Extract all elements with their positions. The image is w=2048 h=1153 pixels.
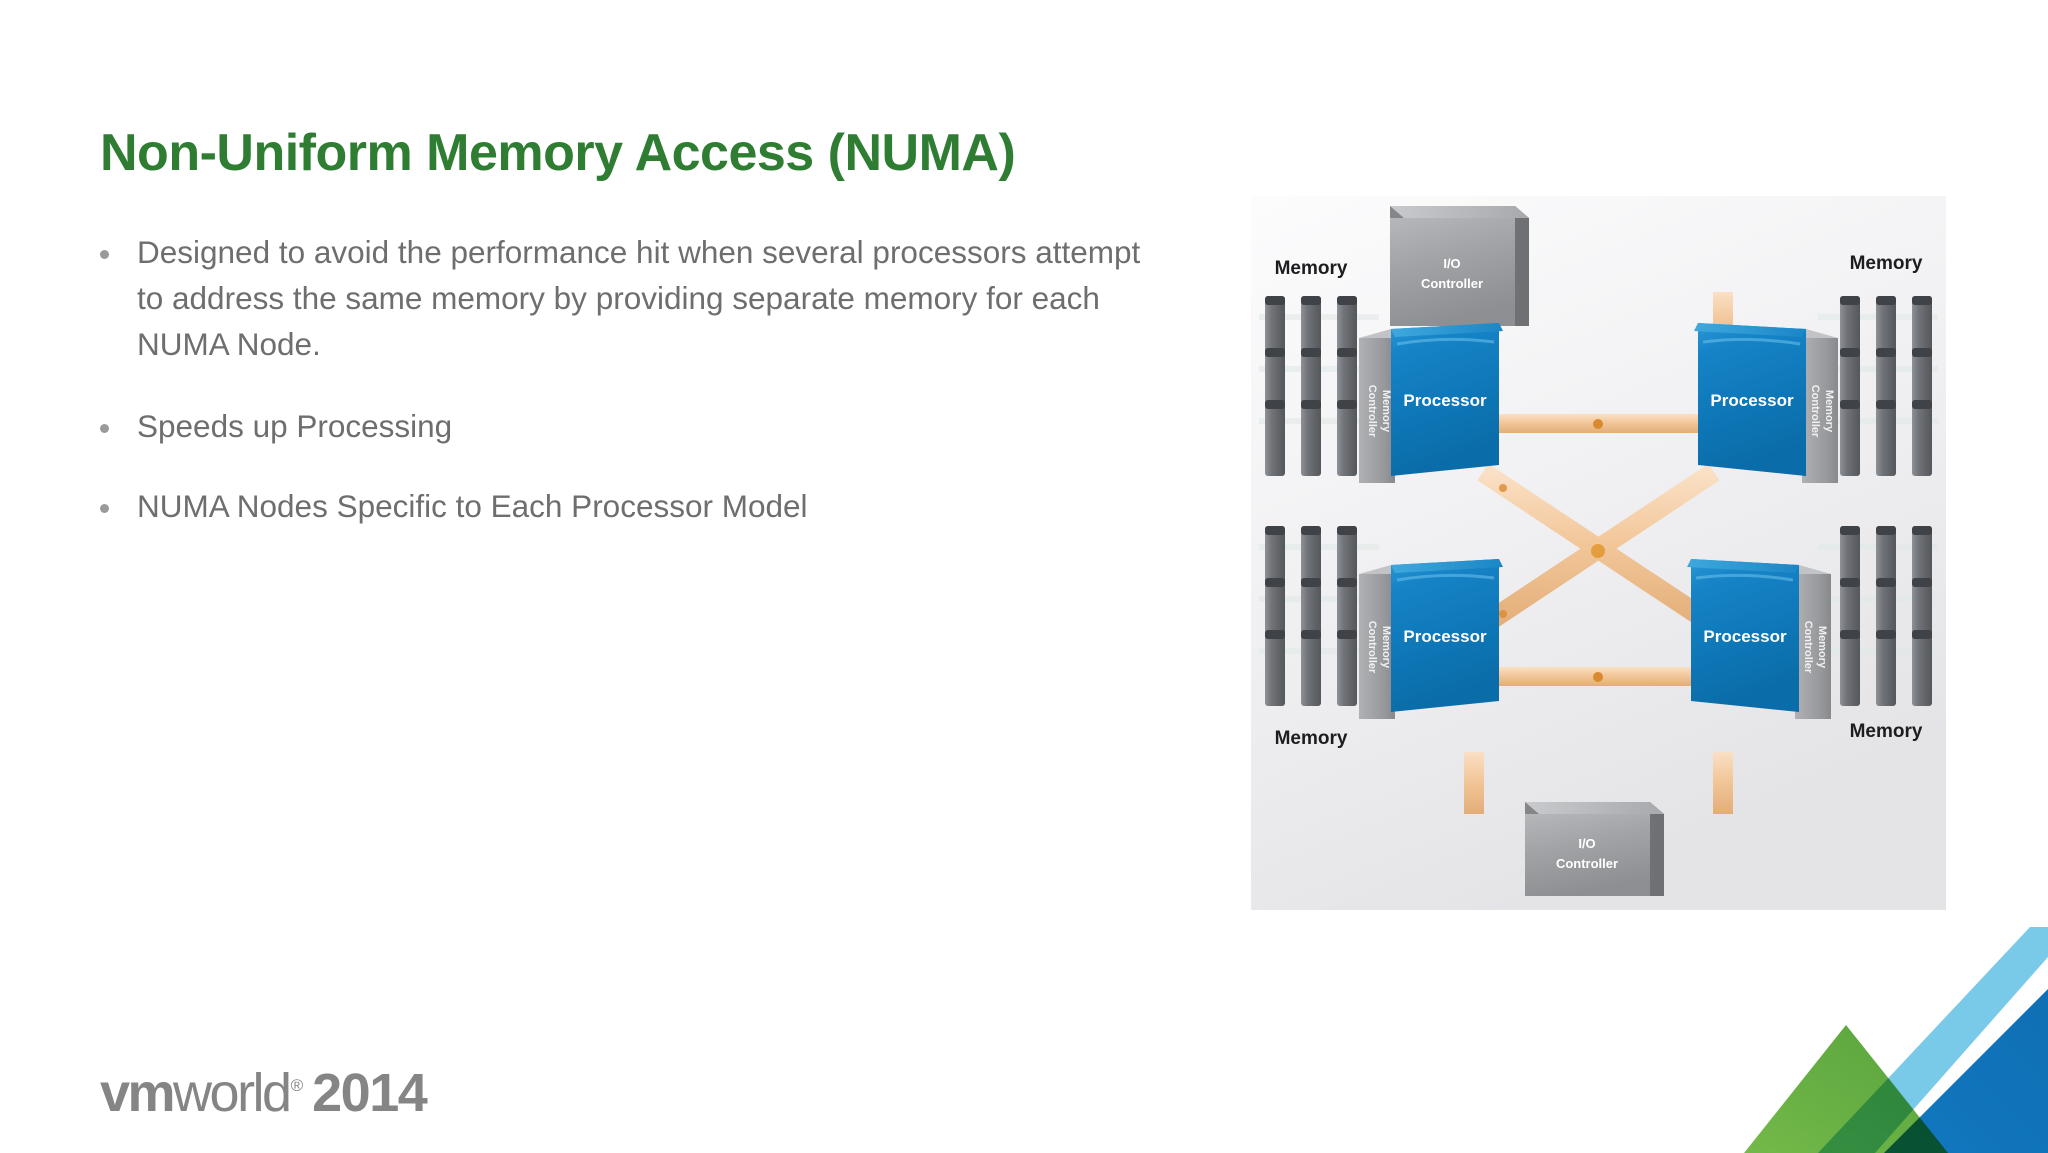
- vmworld-logo: vm world ® 2014: [100, 1062, 428, 1124]
- list-item: Speeds up Processing: [100, 404, 1160, 450]
- list-item: NUMA Nodes Specific to Each Processor Mo…: [100, 484, 1160, 530]
- io-controller-bottom-line1: I/O: [1578, 836, 1595, 851]
- memory-controller-bottom-right: Memory Controller: [1795, 565, 1831, 719]
- memory-controller-bottom-left-line2: Controller: [1366, 621, 1378, 674]
- io-controller-top: I/O Controller: [1390, 206, 1529, 326]
- bullet-text-2: Speeds up Processing: [137, 407, 453, 444]
- numa-node-bottom-right: Memory Controller Processor: [1687, 559, 1831, 719]
- memory-controller-top-left-line1: Memory: [1380, 390, 1392, 433]
- io-controller-top-line1: I/O: [1443, 256, 1460, 271]
- numa-diagram-image: I/O Controller I/O Controller Memory Con…: [1251, 196, 1946, 910]
- bullet-dot-icon: [100, 250, 109, 259]
- processor-top-right-label: Processor: [1710, 391, 1794, 410]
- memory-bank-top-left: [1265, 296, 1357, 476]
- numa-node-top-right: Memory Controller Processor: [1694, 323, 1838, 483]
- logo-world: world: [173, 1063, 292, 1123]
- memory-bank-bottom-right: [1840, 526, 1932, 706]
- processor-top-left: Processor: [1391, 323, 1503, 476]
- memory-controller-top-right: Memory Controller: [1802, 329, 1838, 483]
- list-item: Designed to avoid the performance hit wh…: [100, 230, 1160, 368]
- memory-controller-top-right-line2: Controller: [1809, 385, 1821, 438]
- processor-bottom-right: Processor: [1687, 559, 1799, 712]
- bullet-text-3: NUMA Nodes Specific to Each Processor Mo…: [137, 487, 808, 524]
- numa-node-top-left: Memory Controller Processor: [1359, 323, 1503, 483]
- logo-year: 2014: [312, 1063, 428, 1123]
- corner-dark-blue-triangle: [1884, 989, 2048, 1153]
- corner-light-blue-band: [1818, 927, 2048, 1153]
- bullet-dot-icon: [100, 423, 109, 433]
- bullet-text-1: Designed to avoid the performance hit wh…: [137, 234, 1141, 362]
- memory-bank-bottom-left: [1265, 526, 1357, 706]
- io-controller-bottom: I/O Controller: [1525, 802, 1664, 896]
- memory-controller-top-left: Memory Controller: [1359, 329, 1395, 483]
- memory-controller-bottom-left-line1: Memory: [1380, 626, 1392, 669]
- processor-top-right: Processor: [1694, 323, 1806, 476]
- io-controller-top-line2: Controller: [1421, 276, 1483, 291]
- memory-label-bottom-right: Memory: [1850, 721, 1923, 742]
- processor-bottom-left-label: Processor: [1403, 627, 1487, 646]
- processor-bottom-right-label: Processor: [1703, 627, 1787, 646]
- memory-controller-top-right-line1: Memory: [1823, 390, 1835, 433]
- memory-controller-bottom-right-line2: Controller: [1802, 621, 1814, 674]
- memory-label-top-left: Memory: [1275, 258, 1348, 279]
- corner-green-triangle: [1744, 1025, 1948, 1153]
- corner-graphic: [1700, 927, 2048, 1153]
- bullet-list: Designed to avoid the performance hit wh…: [100, 230, 1160, 558]
- registered-trademark-icon: ®: [290, 1076, 304, 1095]
- page-title: Non-Uniform Memory Access (NUMA): [100, 124, 1016, 182]
- memory-controller-bottom-right-line1: Memory: [1816, 626, 1828, 669]
- memory-controller-bottom-left: Memory Controller: [1359, 565, 1395, 719]
- numa-node-bottom-left: Memory Controller Processor: [1359, 559, 1503, 719]
- bullet-dot-icon: [100, 503, 109, 513]
- interconnect-links: [1464, 292, 1733, 814]
- memory-bank-top-right: [1840, 296, 1932, 476]
- processor-bottom-left: Processor: [1391, 559, 1503, 712]
- memory-label-bottom-left: Memory: [1275, 728, 1348, 749]
- logo-vm: vm: [100, 1063, 176, 1123]
- memory-label-top-right: Memory: [1850, 253, 1923, 274]
- io-controller-bottom-line2: Controller: [1556, 856, 1618, 871]
- memory-controller-top-left-line2: Controller: [1366, 385, 1378, 438]
- processor-top-left-label: Processor: [1403, 391, 1487, 410]
